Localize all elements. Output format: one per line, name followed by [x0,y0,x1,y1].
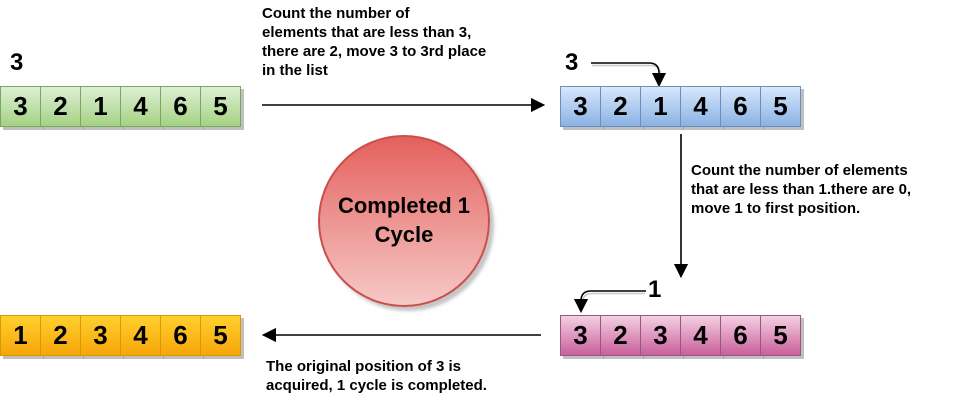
array-cell: 3 [0,86,41,127]
elbow-arrow-1-to-first-cell [573,290,646,314]
array-cell: 6 [160,86,201,127]
array-cell: 2 [600,315,641,356]
array-cell: 4 [680,315,721,356]
elbow-arrow-3-to-third-cell [591,62,667,88]
array-cell: 3 [80,315,121,356]
elbow-arrow-3-shadow [592,64,662,80]
array-cell: 4 [120,86,161,127]
array-cell: 5 [200,315,241,356]
array-cell: 5 [760,86,801,127]
array-cell: 3 [560,315,601,356]
held-value-label-initial: 3 [10,49,24,76]
array-cell: 2 [600,86,641,127]
annotation-step1: Count the number of elements that are le… [262,5,487,80]
array-cell: 4 [120,315,161,356]
array-cell: 2 [40,315,81,356]
array-cell: 6 [720,86,761,127]
annotation-step2: Count the number of elements that are le… [691,162,912,218]
array-cell: 1 [80,86,121,127]
array-cell: 6 [720,315,761,356]
array-cell: 3 [640,315,681,356]
array-step3: 3 2 3 4 6 5 [560,315,801,356]
array-step2: 3 2 1 4 6 5 [560,86,801,127]
array-cell: 5 [760,315,801,356]
held-value-label-step2: 3 [565,49,579,76]
array-final: 1 2 3 4 6 5 [0,315,241,356]
array-cell: 1 [0,315,41,356]
array-initial: 3 2 1 4 6 5 [0,86,241,127]
cycle-complete-label: Completed 1 Cycle [337,193,471,247]
annotation-step3: The original position of 3 is acquired, … [266,358,487,395]
array-cell: 5 [200,86,241,127]
elbow-arrow-1-shadow [581,292,645,306]
array-cell: 2 [40,86,81,127]
array-cell: 3 [560,86,601,127]
array-cell: 4 [680,86,721,127]
cycle-complete-badge: Completed 1 Cycle [318,135,490,307]
held-value-label-step3: 1 [648,276,662,303]
array-cell: 1 [640,86,681,127]
array-cell: 6 [160,315,201,356]
